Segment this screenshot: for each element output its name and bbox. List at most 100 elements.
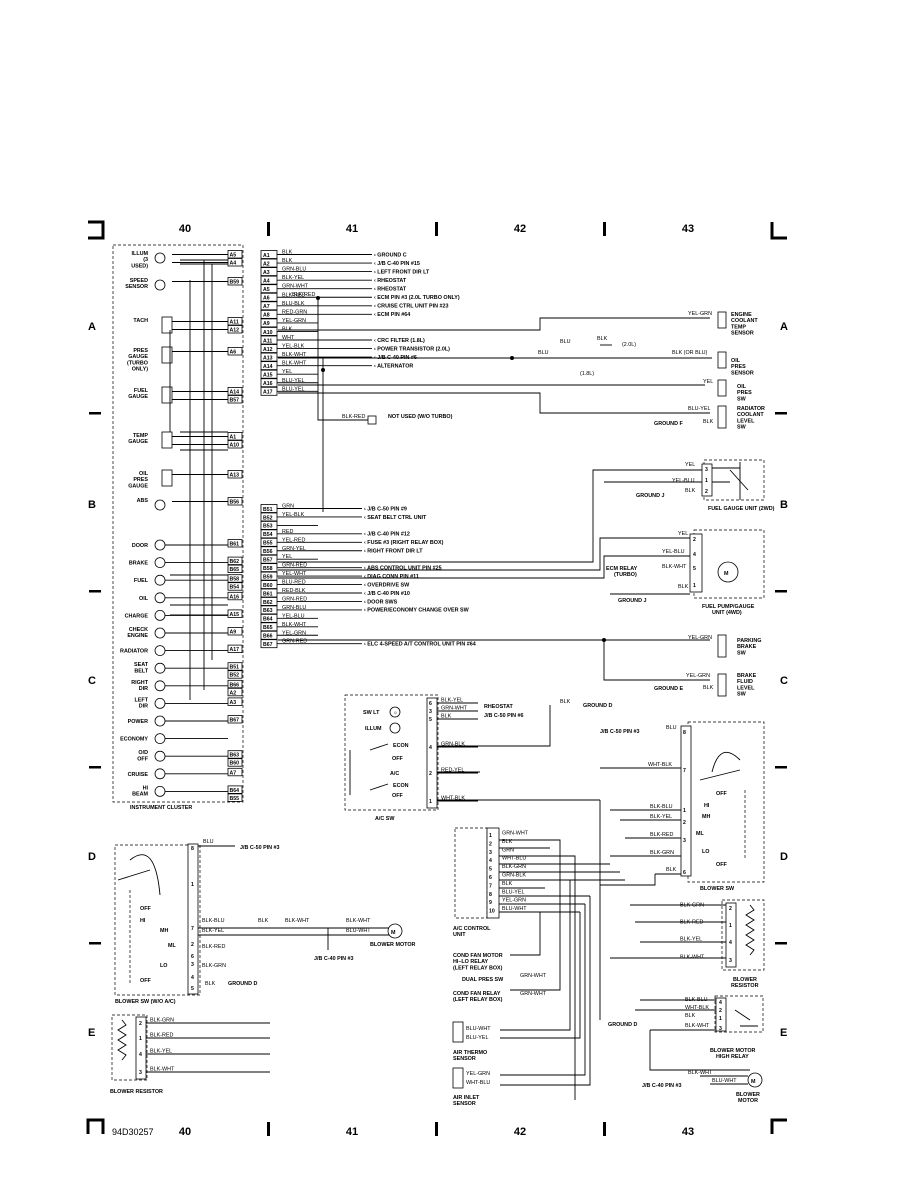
pin-id: 2 (489, 841, 492, 847)
destination-label: ‹ RHEOSTAT (374, 287, 407, 293)
wire-color: YEL (282, 369, 292, 375)
engine-label: (1.8L) (580, 371, 594, 377)
pin-id: 3 (489, 850, 492, 856)
destination-label: ‹ ABS CONTROL UNIT PIN #25 (364, 565, 442, 571)
destination-label: ‹ ALTERNATOR (374, 363, 413, 369)
wire-color: WHT-BLK (441, 796, 465, 802)
column-label: 40 (179, 1126, 191, 1138)
wire-color: YEL-BLK (282, 344, 305, 350)
pin-id: A7 (230, 770, 237, 776)
wire-color: BLK-WHT (685, 1023, 710, 1029)
pin-id: 3 (139, 1070, 142, 1076)
destination-label: ‹ RHEOSTAT (374, 278, 407, 284)
pin-id: 5 (489, 867, 492, 873)
wire-color: RED-BLK (282, 588, 306, 594)
wire-label: BLU-WHT (466, 1026, 491, 1032)
wire-color: YEL-WHT (282, 571, 307, 577)
row-label: D (780, 851, 788, 863)
wire-label: YEL-GRN (688, 635, 712, 641)
off-label: OFF (392, 756, 403, 762)
lamp-label: POWER (128, 719, 148, 725)
wire-color: RED-GRN (282, 309, 307, 315)
wire-color: GRN-WHT (502, 831, 529, 837)
dual-pres-label: DUAL PRES SW (462, 977, 504, 983)
not-used-label: NOT USED (W/O TURBO) (388, 414, 453, 420)
row-label: C (780, 675, 788, 687)
pin-id: 2 (719, 1008, 722, 1014)
switch-position: HI (140, 918, 146, 924)
frame-marks (86, 220, 787, 1136)
wire-label: BLU-YEL (688, 406, 710, 412)
destination-label: ‹ ELC 4-SPEED A/T CONTROL UNIT PIN #64 (364, 642, 476, 648)
switch-position: LO (702, 849, 710, 855)
jb40-label: J/B C-40 PIN #3 (314, 956, 354, 962)
wire-label: BLU-YEL (466, 1035, 488, 1041)
wire-label: BLK (666, 867, 677, 873)
destination-label: ‹ SEAT BELT CTRL UNIT (364, 515, 427, 521)
pin-id: A11 (263, 338, 272, 344)
wire-label: BLK-WHT (285, 918, 310, 924)
pin-id: A9 (263, 321, 270, 327)
lamp-label: DOOR (132, 543, 148, 549)
column-label: 40 (179, 223, 191, 235)
wire-color: BLK-RED (680, 920, 703, 926)
fuel-2wd-label: FUEL GAUGE UNIT (2WD) (708, 506, 775, 512)
blower-sw-noac-title: BLOWER SW (W/O A/C) (115, 999, 176, 1005)
pin-id: A3 (263, 270, 270, 276)
wire-color: BLU-RED (282, 580, 306, 586)
pin-id: B60 (263, 583, 273, 589)
blower-motor-label: BLOWER MOTOR (370, 942, 416, 948)
pin-id: 3 (429, 709, 432, 715)
pin-id: B56 (263, 549, 273, 555)
jb-label: J/B C-50 PIN #3 (600, 729, 640, 735)
pin-id: B59 (230, 280, 240, 286)
destination-label: ‹ RIGHT FRONT DIR LT (364, 549, 423, 555)
ac-sw-title: A/C SW (375, 816, 395, 822)
pin-id: A16 (263, 381, 273, 387)
column-label: 43 (682, 223, 694, 235)
pin-id: B51 (230, 665, 240, 671)
destination-label: ‹ LEFT FRONT DIR LT (374, 269, 430, 275)
wire-color: GRN-BLK (502, 873, 526, 879)
pin-id: A6 (263, 296, 270, 302)
pin-id: B55 (263, 541, 273, 547)
pin-id: 6 (683, 870, 686, 876)
lamp-label: ECONOMY (120, 737, 148, 743)
pin-id: B67 (263, 642, 273, 648)
wire-color: WHT-BLK (685, 1005, 709, 1011)
wire-color: BLK-GRN (502, 864, 526, 870)
pin-id: 1 (191, 882, 194, 888)
wire-color: GRN-RED (282, 596, 307, 602)
wire-color: YEL-BLK (282, 512, 305, 518)
wire-label: BLK-WHT (662, 564, 687, 570)
ecm-relay-label: ECM RELAY(TURBO) (606, 566, 638, 578)
engine-label: (2.0L) (622, 342, 636, 348)
destination-label: ‹ DIAG CONN PIN #11 (364, 574, 419, 580)
wire-label: BLK (703, 419, 714, 425)
wire-label: BLK-YEL (650, 814, 672, 820)
